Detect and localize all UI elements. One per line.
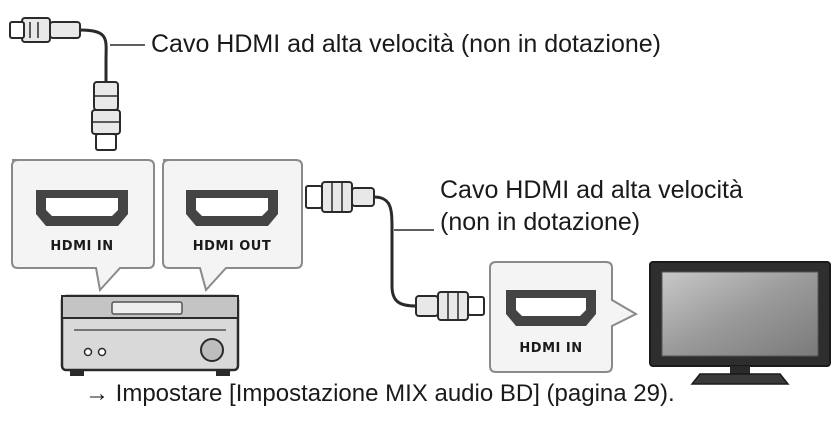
hdmi-cable-top (9, 17, 145, 151)
cable-label-right-line2: (non in dotazione) (440, 208, 641, 236)
cable-label-right-line1: Cavo HDMI ad alta velocità (440, 176, 743, 204)
hdmi-port-icon (36, 190, 128, 226)
receiver-hdmi-out-panel: HDMI OUT (162, 159, 303, 293)
port-label-receiver-out: HDMI OUT (193, 239, 271, 254)
receiver-hdmi-in-panel: HDMI IN (11, 159, 155, 293)
port-label-tv-in: HDMI IN (519, 341, 582, 356)
port-label-receiver-in: HDMI IN (50, 239, 113, 254)
tv-icon (649, 261, 831, 385)
hdmi-cable-right (305, 181, 485, 321)
hdmi-port-icon (506, 290, 596, 326)
hdmi-port-icon (186, 190, 278, 226)
tv-hdmi-in-panel: HDMI IN (489, 261, 639, 373)
cable-label-top: Cavo HDMI ad alta velocità (non in dotaz… (151, 30, 661, 58)
instruction-note: → Impostare [Impostazione MIX audio BD] … (85, 380, 675, 407)
av-receiver-icon (60, 294, 240, 376)
